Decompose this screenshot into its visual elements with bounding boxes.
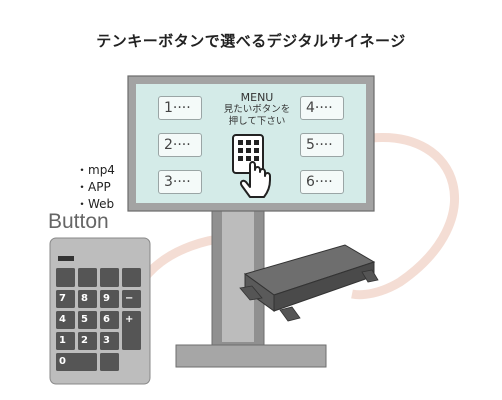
keypad-key[interactable] <box>100 311 119 329</box>
keypad-key[interactable] <box>122 290 141 308</box>
keypad-key[interactable] <box>78 311 97 329</box>
format-item: ・APP <box>76 180 111 194</box>
keypad-key-label: 6 <box>103 314 110 325</box>
instruction-line: 見たいボタンを <box>223 104 291 115</box>
keypad-key-label: 8 <box>81 293 88 304</box>
menu-button-2[interactable]: 2···· <box>158 133 202 157</box>
instruction-line: 押して下さい <box>228 116 286 127</box>
format-item: ・Web <box>76 197 115 211</box>
keypad-key[interactable] <box>122 311 141 350</box>
media-player-box <box>239 244 379 322</box>
menu-button-4[interactable]: 4···· <box>300 96 344 120</box>
keypad-key-label: 0 <box>59 356 66 367</box>
keypad-key-blank[interactable] <box>122 269 141 287</box>
keypad-key-blank[interactable] <box>78 269 97 287</box>
keypad-key[interactable] <box>100 290 119 308</box>
keypad-key-blank[interactable] <box>56 269 75 287</box>
keypad-key[interactable] <box>56 332 75 350</box>
keypad-keys: 7 8 9 − 4 5 6 +1 2 3 0 <box>56 268 141 371</box>
keypad-key[interactable] <box>78 332 97 350</box>
menu-button-3[interactable]: 3···· <box>158 170 202 194</box>
keypad-key-label: 7 <box>59 293 66 304</box>
keypad-key[interactable] <box>56 311 75 329</box>
keypad-key-label: 5 <box>81 314 88 325</box>
keypad-key-blank[interactable] <box>100 269 119 287</box>
keypad-key-label: + <box>125 314 133 325</box>
format-list: ・mp4 ・APP ・Web <box>76 162 115 213</box>
keypad-key-label: 2 <box>81 335 88 346</box>
menu-button-1[interactable]: 1···· <box>158 96 202 120</box>
format-item: ・mp4 <box>76 163 115 177</box>
menu-button-5[interactable]: 5···· <box>300 133 344 157</box>
connection-arc-right <box>351 133 459 300</box>
keypad-key[interactable] <box>56 353 97 371</box>
keypad-key-label: − <box>125 293 133 304</box>
menu-button-6[interactable]: 6···· <box>300 170 344 194</box>
button-label: Button <box>48 210 109 233</box>
pointing-hand-icon <box>239 161 271 198</box>
screen-menu-title: MENU <box>240 91 274 104</box>
keypad-key-blank[interactable] <box>100 353 119 371</box>
keypad-display <box>58 256 74 261</box>
stand-base <box>175 344 327 368</box>
keypad-key-label: 4 <box>59 314 66 325</box>
keypad-key[interactable] <box>100 332 119 350</box>
keypad-key-label: 3 <box>103 335 110 346</box>
keypad-key[interactable] <box>56 290 75 308</box>
keypad-key-label: 1 <box>59 335 66 346</box>
keypad-key[interactable] <box>78 290 97 308</box>
page-title: テンキーボタンで選べるデジタルサイネージ <box>96 32 406 50</box>
screen-menu-instructions: 見たいボタンを 押して下さい <box>207 104 307 128</box>
keypad-key-label: 9 <box>103 293 110 304</box>
